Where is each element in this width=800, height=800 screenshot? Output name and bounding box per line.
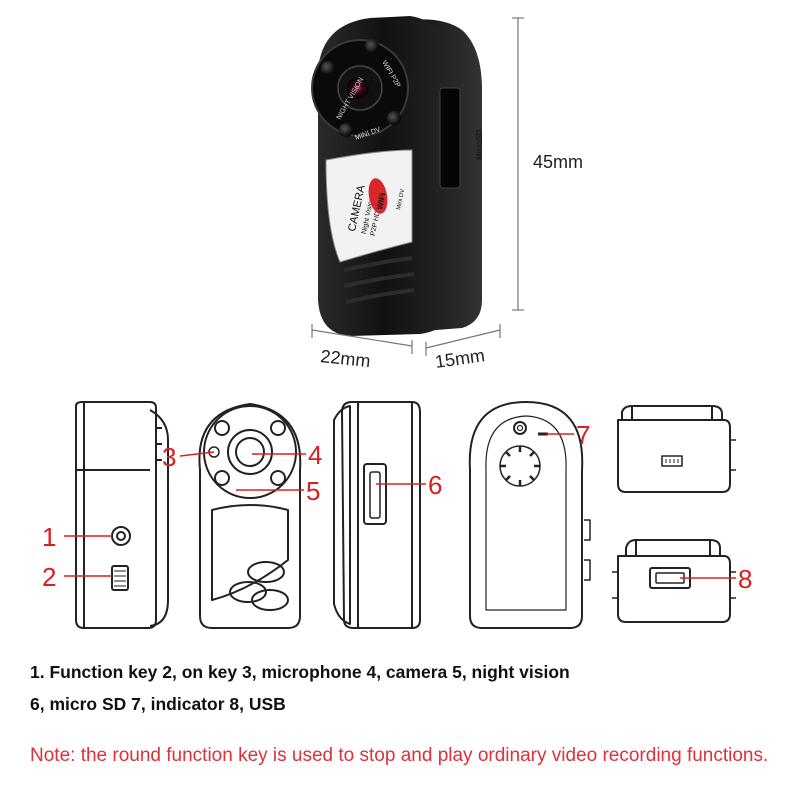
wifi-badge (368, 178, 388, 214)
callout-8: 8 (738, 564, 752, 594)
width-label: 22mm (320, 346, 372, 371)
callout-4: 4 (308, 440, 322, 470)
device-label-plate (325, 149, 413, 263)
grip-ridge (343, 256, 413, 272)
depth-label: 15mm (434, 345, 486, 372)
ir-led-icon (321, 61, 335, 75)
dimension-depth: 15mm (425, 324, 501, 372)
wifi-badge-text: WIFI (375, 192, 387, 210)
height-label: 45mm (533, 152, 583, 172)
grip-ridge (343, 272, 415, 288)
callout-5: 5 (306, 476, 320, 506)
dimension-height: 45mm (512, 17, 583, 311)
callout-1: 1 (42, 522, 56, 552)
side-view-left (75, 401, 169, 629)
ir-led-icon (365, 39, 379, 53)
line-drawings (75, 401, 736, 629)
microsd-print: MicroSD (475, 129, 484, 160)
front-view (198, 403, 302, 629)
bottom-view (612, 539, 736, 623)
ir-led-icon (387, 111, 401, 125)
device-photo: NIGHT VISION WIFI P2P MINI DV CAMERA Nig… (311, 16, 484, 336)
callout-6: 6 (428, 470, 442, 500)
callout-7: 7 (576, 420, 590, 450)
legend-line-1: 1. Function key 2, on key 3, microphone … (30, 662, 570, 682)
top-view (617, 405, 736, 493)
dimension-width: 22mm (311, 324, 413, 371)
ir-led-icon (339, 123, 353, 137)
note-text: Note: the round function key is used to … (30, 745, 769, 766)
mini-dv-small-print: Mini DV (396, 189, 406, 211)
grip-ridge (345, 288, 415, 304)
camera-lens (347, 77, 369, 99)
callout-line-3 (179, 451, 215, 457)
callouts: 1 2 3 4 5 6 7 8 (42, 420, 752, 594)
callout-3: 3 (162, 442, 176, 472)
callout-2: 2 (42, 562, 56, 592)
back-view (468, 401, 591, 629)
microsd-slot (439, 87, 461, 189)
legend-line-2: 6, micro SD 7, indicator 8, USB (30, 694, 286, 714)
side-view-right (333, 401, 421, 629)
